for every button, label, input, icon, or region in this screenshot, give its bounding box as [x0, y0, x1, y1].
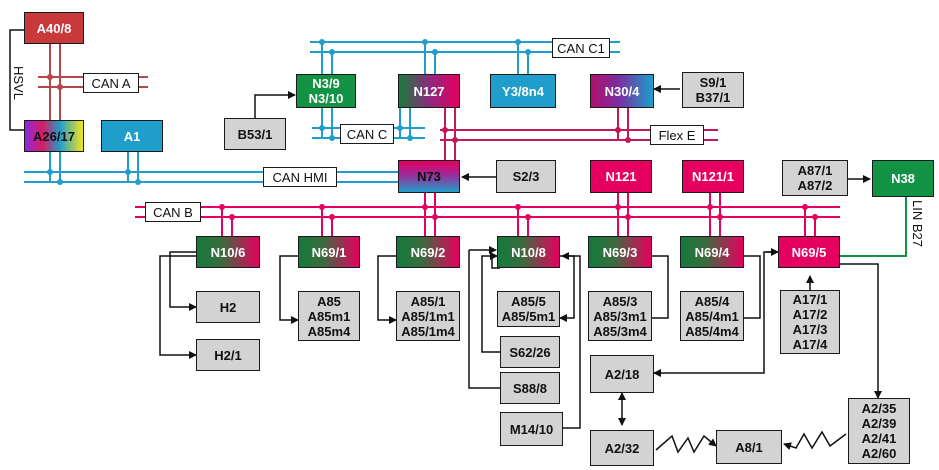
module-a8-1[interactable]: A8/1: [716, 430, 782, 464]
module-m14-10[interactable]: M14/10: [500, 412, 563, 446]
module-s88-8[interactable]: S88/8: [500, 372, 560, 404]
can-hmi-label: CAN HMI: [263, 167, 337, 187]
wireless-links: [655, 430, 847, 454]
module-a40-8[interactable]: A40/8: [24, 12, 84, 44]
module-y3-8n4[interactable]: Y3/8n4: [490, 74, 556, 108]
module-b53-1[interactable]: B53/1: [224, 118, 286, 150]
can-b-bus: [135, 193, 840, 236]
module-n121[interactable]: N121: [590, 160, 652, 193]
module-s2-3[interactable]: S2/3: [496, 160, 556, 193]
module-s62-26[interactable]: S62/26: [500, 336, 560, 368]
module-h2-1[interactable]: H2/1: [196, 339, 260, 371]
module-n121-1[interactable]: N121/1: [682, 160, 744, 193]
module-n69-1[interactable]: N69/1: [298, 236, 360, 268]
lin-b27-label: LIN B27: [910, 200, 925, 247]
module-a26-17[interactable]: A26/17: [24, 120, 84, 152]
connectors: [159, 85, 882, 429]
can-c1-label: CAN C1: [552, 38, 610, 58]
module-a2-18[interactable]: A2/18: [590, 355, 654, 393]
module-n30-4[interactable]: N30/4: [590, 74, 654, 108]
can-hmi-bus: [24, 152, 420, 183]
module-n127[interactable]: N127: [398, 74, 460, 108]
module-n69-4[interactable]: N69/4: [680, 236, 744, 268]
module-a2-32[interactable]: A2/32: [590, 430, 654, 466]
can-b-label: CAN B: [145, 202, 201, 222]
flex-e-label: Flex E: [650, 125, 704, 145]
module-n10-6[interactable]: N10/6: [196, 236, 260, 268]
module-n69-3[interactable]: N69/3: [588, 236, 652, 268]
module-a1[interactable]: A1: [101, 120, 163, 152]
module-n73[interactable]: N73: [398, 160, 460, 193]
module-n69-2[interactable]: N69/2: [396, 236, 460, 268]
module-n69-5[interactable]: N69/5: [778, 236, 840, 268]
hsvl-label: HSVL: [11, 66, 26, 100]
lin-b27-bus: [840, 197, 907, 257]
module-n38[interactable]: N38: [872, 160, 934, 197]
can-c-label: CAN C: [340, 124, 394, 144]
module-h2[interactable]: H2: [196, 291, 260, 323]
module-n10-8[interactable]: N10/8: [497, 236, 560, 268]
can-a-label: CAN A: [83, 73, 139, 93]
hsvl-line: [9, 29, 24, 131]
